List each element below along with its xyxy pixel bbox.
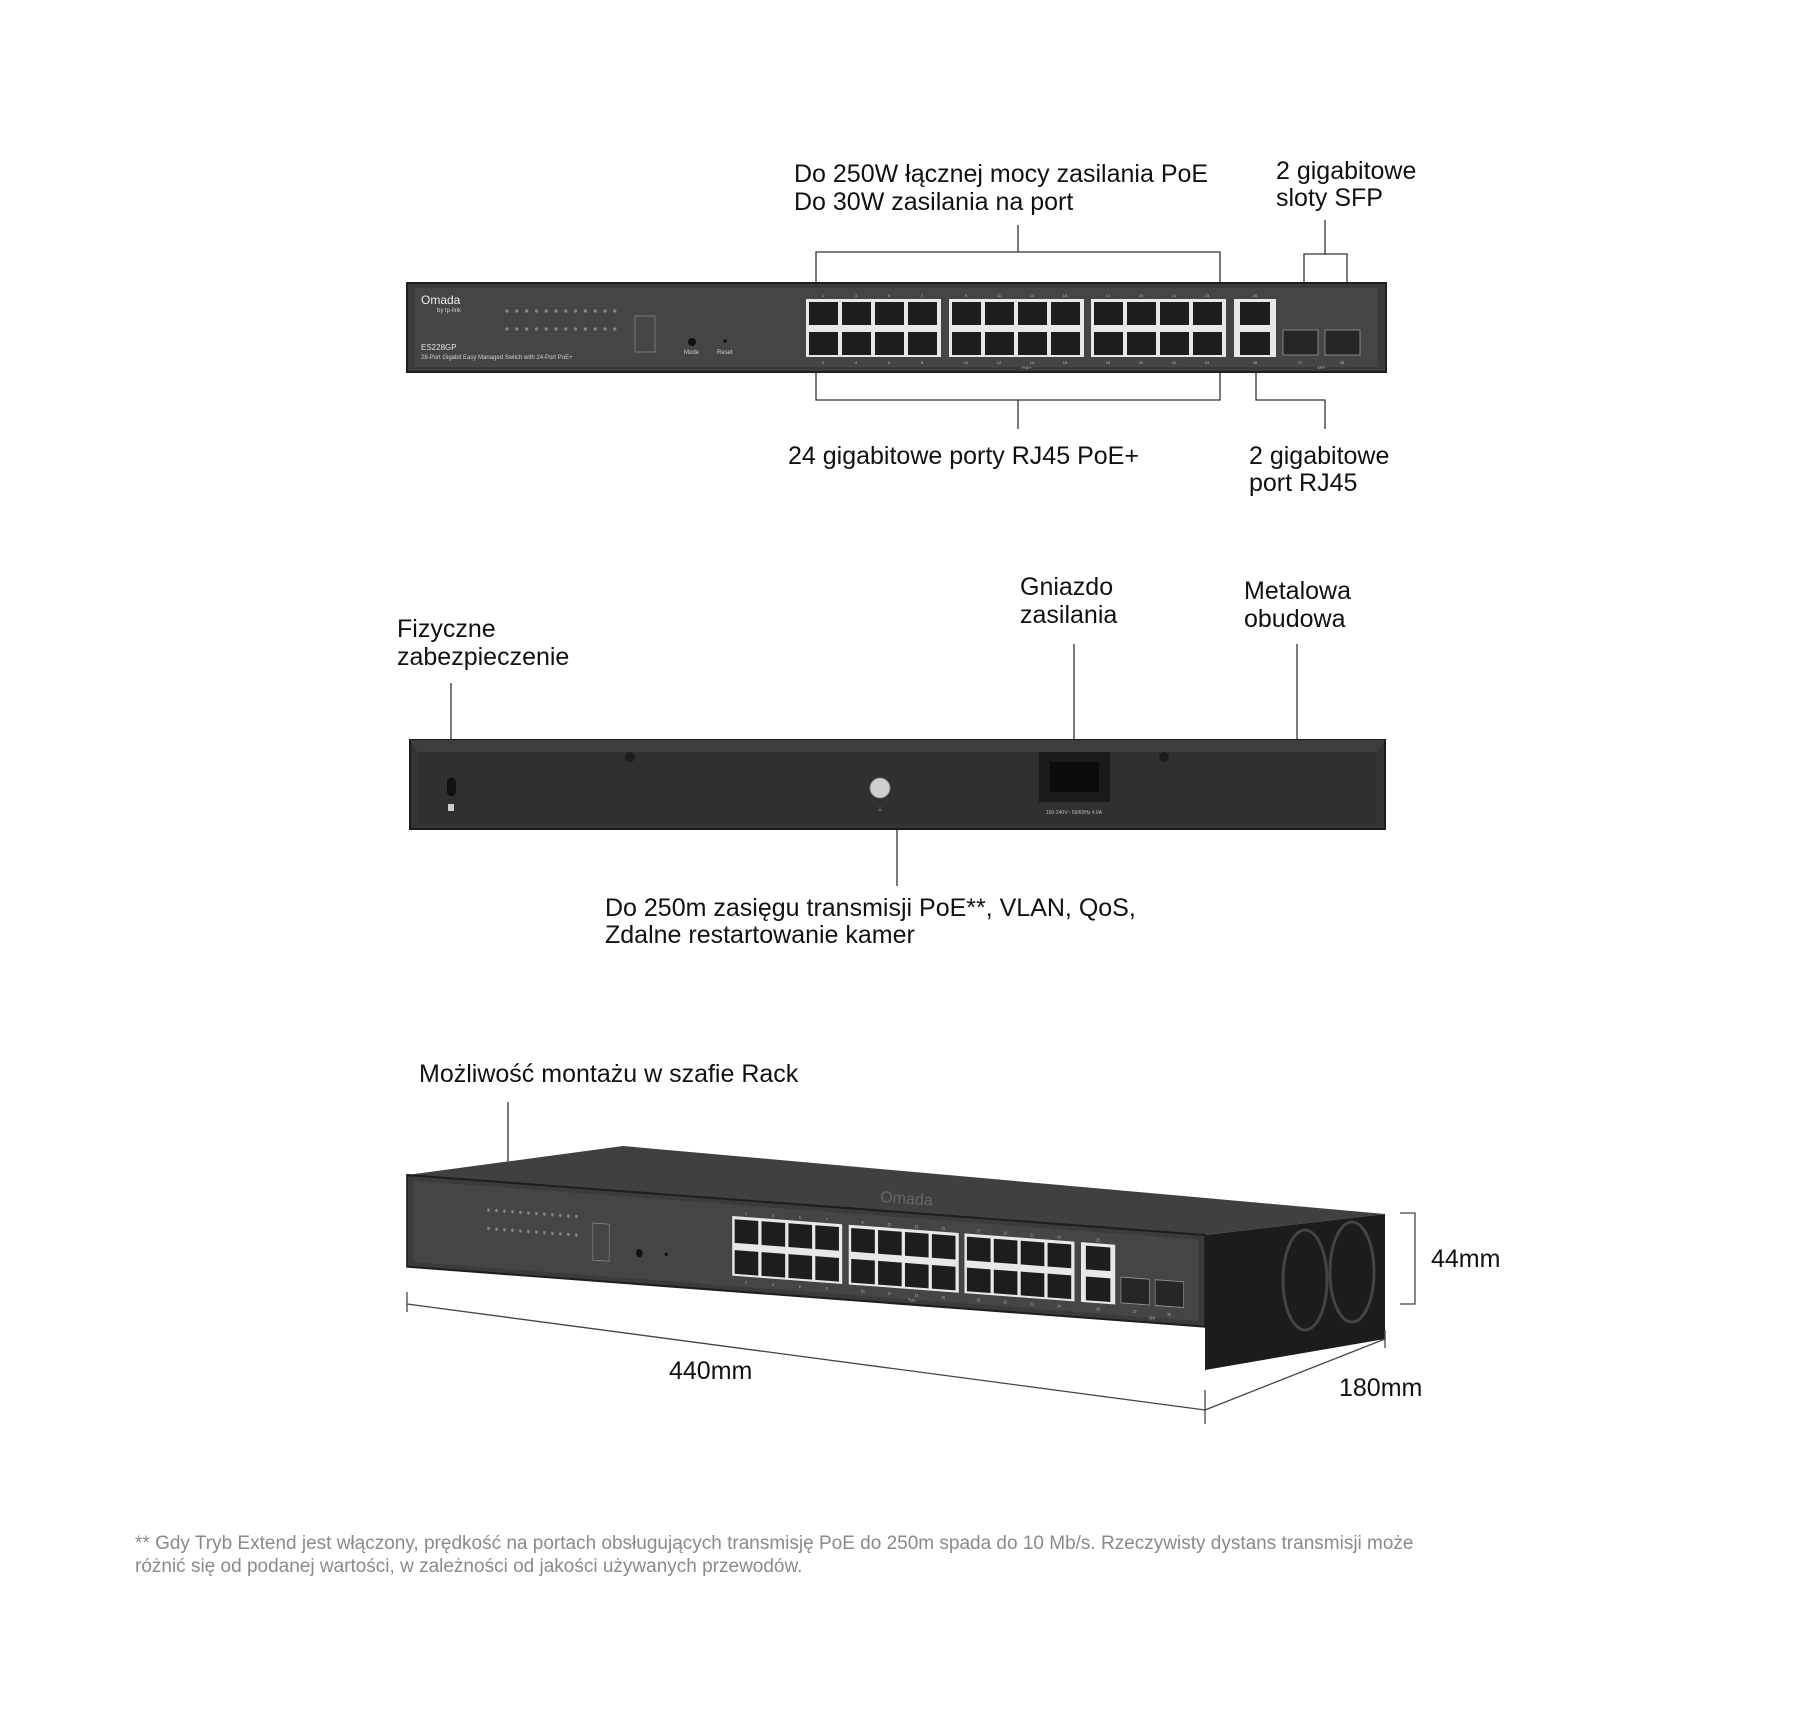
fan-icon bbox=[1328, 1220, 1376, 1324]
power-socket-label-1: Gniazdo bbox=[1020, 573, 1114, 601]
rear-panel-device: ⏚ 100-240V~ 50/60Hz 4.0A bbox=[409, 739, 1386, 830]
perspective-device: Omada bbox=[405, 1146, 1385, 1370]
depth-dimension: 180mm bbox=[1339, 1374, 1423, 1402]
lock-label-2: zabezpieczenie bbox=[397, 643, 570, 671]
front-leader-lines bbox=[815, 220, 1348, 429]
metal-case-label-1: Metalowa bbox=[1244, 577, 1351, 605]
front-brand-sub: by tp-link bbox=[437, 308, 462, 314]
front-reset-label: Reset bbox=[717, 350, 733, 356]
lock-label-1: Fizyczne bbox=[397, 615, 496, 643]
poe-power-label-2: Do 30W zasilania na port bbox=[794, 188, 1074, 216]
width-dimension: 440mm bbox=[669, 1357, 753, 1385]
front-model-name: ES228GP bbox=[421, 343, 457, 352]
rj45-poe-ports-label: 24 gigabitowe porty RJ45 PoE+ bbox=[788, 442, 1139, 470]
power-rating: 100-240V~ 50/60Hz 4.0A bbox=[1046, 810, 1103, 816]
dimension-lines bbox=[406, 1212, 1416, 1424]
top-logo: Omada bbox=[880, 1189, 934, 1210]
height-dimension: 44mm bbox=[1431, 1245, 1501, 1273]
footnote-line-2: różnić się od podanej wartości, w zależn… bbox=[135, 1556, 803, 1577]
lock-icon bbox=[448, 804, 454, 811]
sfp-label-1: 2 gigabitowe bbox=[1276, 157, 1417, 185]
screw-icon bbox=[625, 752, 635, 762]
front-mode-label: Mode bbox=[684, 350, 700, 356]
rack-mount-label: Możliwość montażu w szafie Rack bbox=[419, 1060, 799, 1088]
fan-icon bbox=[1281, 1228, 1329, 1332]
metal-case-label-2: obudowa bbox=[1244, 605, 1346, 633]
sfp-label-2: sloty SFP bbox=[1276, 184, 1383, 212]
kensington-lock-slot bbox=[447, 778, 456, 796]
power-socket-label-2: zasilania bbox=[1020, 601, 1118, 629]
screw-icon bbox=[1159, 752, 1169, 762]
rj45-uplink-label-2: port RJ45 bbox=[1249, 469, 1358, 497]
rj45-uplink-label-1: 2 gigabitowe bbox=[1249, 442, 1390, 470]
front-brand-logo: Omada bbox=[421, 293, 461, 307]
features-label-1: Do 250m zasięgu transmisji PoE**, VLAN, … bbox=[605, 894, 1136, 922]
footnote: ** Gdy Tryb Extend jest włączony, prędko… bbox=[135, 1532, 1695, 1578]
ground-screw-icon bbox=[869, 777, 891, 799]
footnote-line-1: ** Gdy Tryb Extend jest włączony, prędko… bbox=[135, 1533, 1414, 1554]
features-label-2: Zdalne restartowanie kamer bbox=[605, 921, 915, 949]
poe-power-label-1: Do 250W łącznej mocy zasilania PoE bbox=[794, 160, 1209, 188]
ground-icon: ⏚ bbox=[877, 806, 882, 813]
front-model-description: 28-Port Gigabit Easy Managed Switch with… bbox=[421, 355, 573, 361]
